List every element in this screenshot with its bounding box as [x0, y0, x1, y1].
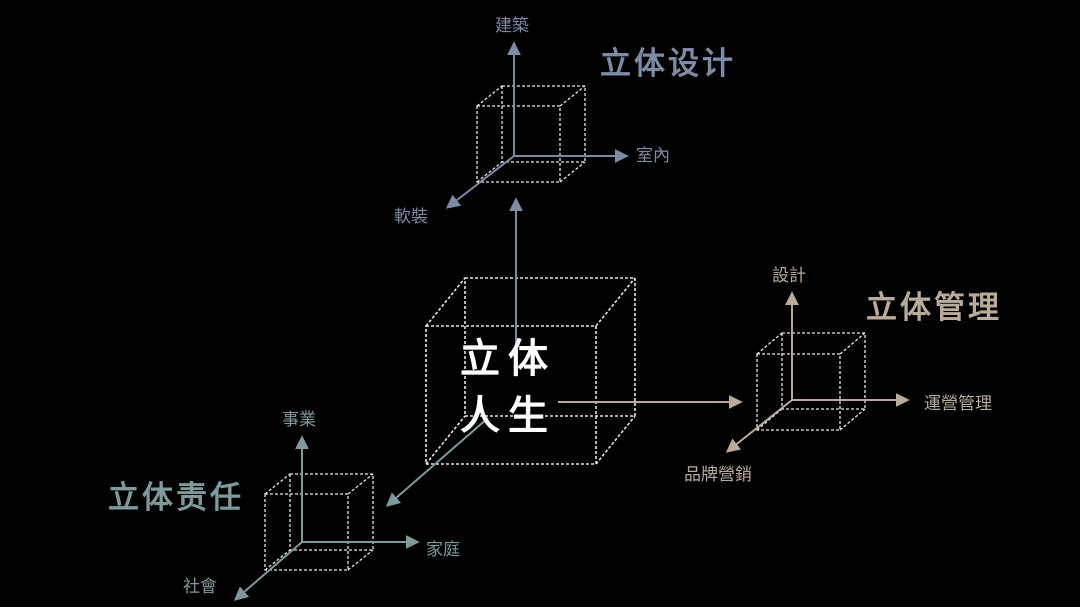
- responsibility-title: 立体责任: [108, 480, 244, 516]
- center-cube: [425, 277, 636, 465]
- responsibility-axis-right-label: 家庭: [426, 540, 460, 560]
- management-cube: [756, 332, 866, 431]
- design-axis-diag: [445, 155, 515, 209]
- center-label-line2: 人生: [460, 393, 556, 439]
- responsibility-cube: [264, 473, 374, 571]
- design-title: 立体设计: [600, 46, 736, 82]
- management-axis-diag-label: 品牌營銷: [684, 465, 752, 485]
- center-label-line1: 立体: [460, 336, 556, 382]
- connector-to-responsibility: [385, 417, 489, 507]
- design-axis-diag-label: 軟裝: [394, 207, 428, 227]
- design-axis-right-label: 室內: [636, 146, 670, 166]
- responsibility-axis-diag: [233, 541, 303, 601]
- management-axis-diag: [725, 399, 793, 453]
- management-axis-up-label: 設計: [772, 266, 806, 286]
- design-axis-up-label: 建築: [495, 16, 529, 36]
- management-title: 立体管理: [866, 290, 1002, 326]
- design-cube: [476, 85, 586, 183]
- management-axis-right-label: 運營管理: [924, 394, 992, 414]
- responsibility-axis-diag-label: 社會: [183, 577, 217, 597]
- responsibility-axis-up-label: 事業: [282, 410, 316, 430]
